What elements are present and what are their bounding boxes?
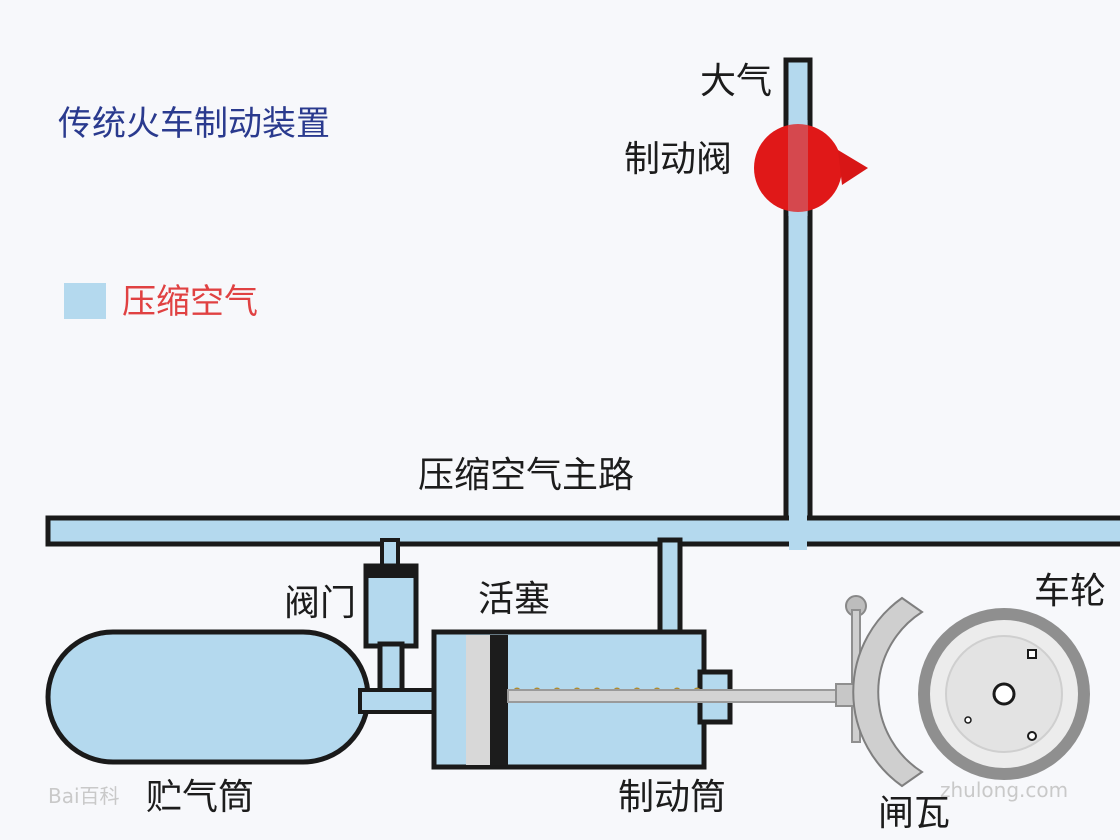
- legend-swatch: [64, 283, 106, 319]
- main-air-line: [45, 510, 1120, 550]
- air-reservoir: [45, 629, 442, 765]
- label-reservoir: 贮气筒: [146, 777, 255, 818]
- legend-label: 压缩空气: [122, 282, 258, 322]
- piston-rod: [507, 689, 849, 703]
- check-valve: [363, 563, 419, 697]
- brake-valve: [754, 120, 868, 216]
- label-atmosphere: 大气: [700, 61, 773, 102]
- label-brake-cylinder: 制动筒: [618, 777, 727, 818]
- label-brake-shoe: 闸瓦: [878, 793, 951, 834]
- label-piston: 活塞: [478, 579, 551, 620]
- piston: [466, 635, 508, 765]
- watermark-left: Bai百科: [48, 784, 120, 808]
- label-valve: 阀门: [284, 583, 357, 624]
- label-main-line: 压缩空气主路: [418, 455, 635, 496]
- label-brake-valve: 制动阀: [624, 139, 733, 180]
- label-wheel: 车轮: [1034, 571, 1107, 612]
- diagram-title: 传统火车制动装置: [58, 104, 330, 144]
- cylinder-branch-pipe: [657, 537, 683, 639]
- wheel: [918, 608, 1090, 780]
- brake-shoe: [852, 596, 924, 788]
- watermark-right: zhulong.com: [940, 778, 1069, 802]
